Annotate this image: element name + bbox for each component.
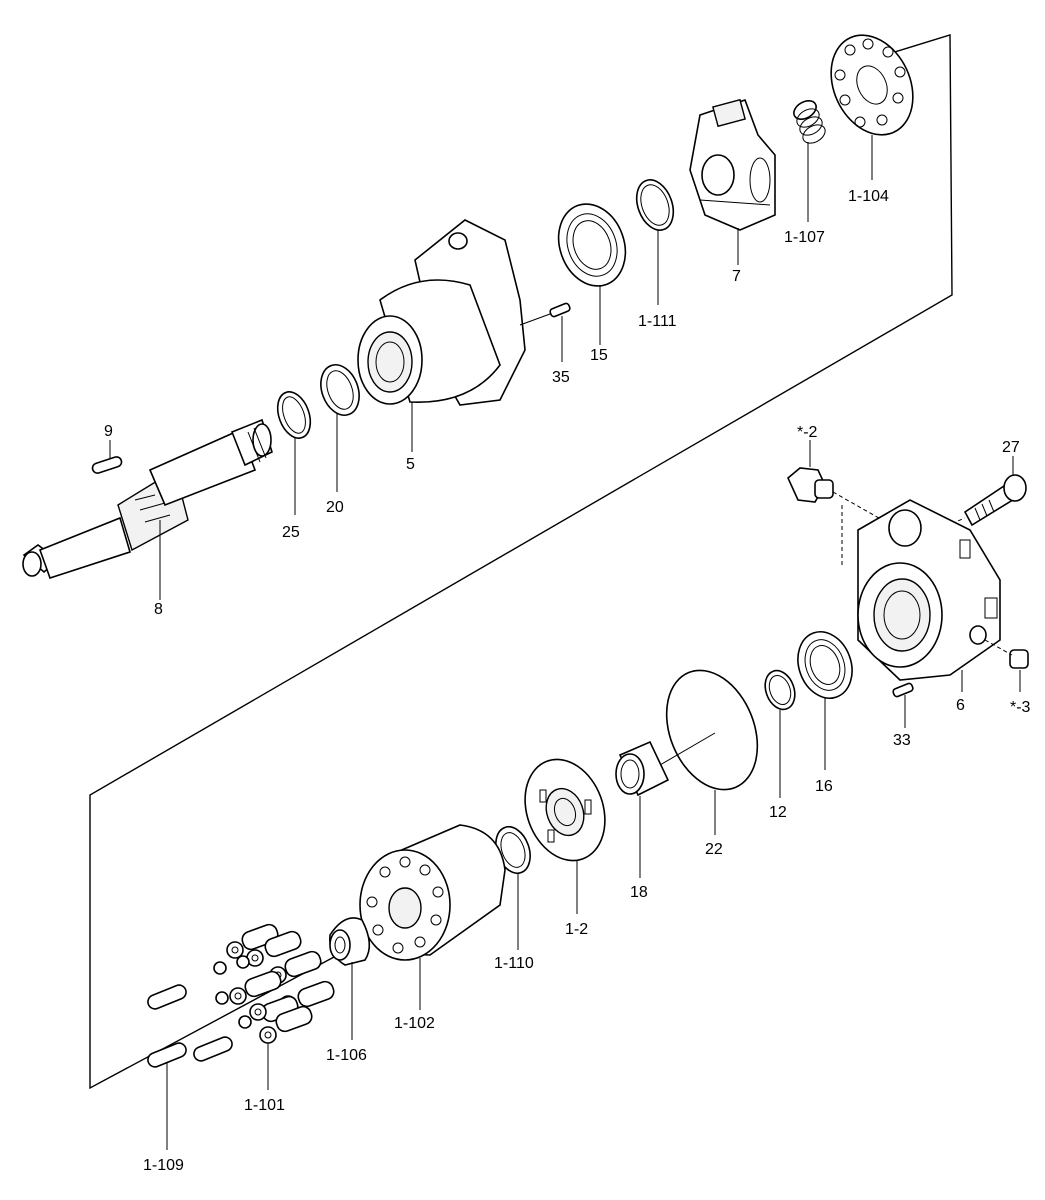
part-1-101-pistons[interactable] — [213, 922, 336, 1044]
part-1-104-plate[interactable] — [816, 22, 929, 148]
label-1-2: 1-2 — [565, 921, 588, 938]
label-22: 22 — [705, 841, 723, 858]
part-1-106-spherical-bushing[interactable] — [328, 917, 371, 966]
label-1-106: 1-106 — [326, 1047, 367, 1064]
label-25: 25 — [282, 524, 300, 541]
part-1-2-valve-plate[interactable] — [512, 748, 619, 872]
part-16-bearing[interactable] — [789, 624, 861, 706]
leader-22-axis — [659, 732, 716, 766]
label-1-109: 1-109 — [143, 1157, 184, 1174]
label-1-101: 1-101 — [244, 1097, 285, 1114]
label-18: 18 — [630, 884, 648, 901]
part-star-2-plug[interactable] — [787, 467, 834, 503]
part-35-pin[interactable] — [549, 302, 571, 318]
part-7-swash-plate[interactable] — [689, 98, 776, 231]
part-6-end-cover[interactable] — [857, 499, 1001, 681]
label-33: 33 — [893, 732, 911, 749]
part-1-110-ring[interactable] — [490, 822, 536, 878]
label-star-3: *-3 — [1010, 699, 1031, 716]
label-15: 15 — [590, 347, 608, 364]
label-1-104: 1-104 — [848, 188, 889, 205]
label-35: 35 — [552, 369, 570, 386]
part-star-3-plug[interactable] — [1009, 649, 1029, 669]
label-20: 20 — [326, 499, 344, 516]
part-1-107-spring[interactable] — [791, 97, 829, 147]
label-6: 6 — [956, 697, 965, 714]
label-star-2: *-2 — [797, 424, 818, 441]
label-1-111: 1-111 — [638, 313, 677, 330]
label-5: 5 — [406, 456, 415, 473]
part-8-shaft[interactable] — [22, 418, 273, 580]
dash-star-3 — [984, 639, 1013, 656]
part-20-ring[interactable] — [314, 359, 366, 420]
part-9-key[interactable] — [91, 456, 123, 475]
part-1-109-pins[interactable] — [146, 983, 234, 1069]
leader-35-dash — [519, 313, 551, 326]
label-12: 12 — [769, 804, 787, 821]
part-22-o-ring[interactable] — [650, 657, 774, 803]
label-7: 7 — [732, 268, 741, 285]
part-25-snap-ring[interactable] — [272, 387, 317, 442]
part-27-bolt[interactable] — [963, 474, 1027, 527]
part-1-111-ring[interactable] — [630, 175, 680, 235]
label-9: 9 — [104, 423, 113, 440]
part-15-bearing[interactable] — [548, 195, 637, 296]
assembly-boundary — [89, 34, 953, 1090]
part-33-pin[interactable] — [892, 682, 914, 698]
label-16: 16 — [815, 778, 833, 795]
part-1-102-cylinder-block[interactable] — [359, 824, 506, 961]
label-1-110: 1-110 — [494, 955, 534, 972]
part-18-needle-bearing[interactable] — [615, 740, 670, 797]
label-1-102: 1-102 — [394, 1015, 435, 1032]
part-12-ring[interactable] — [760, 666, 800, 713]
label-27: 27 — [1002, 439, 1020, 456]
label-8: 8 — [154, 601, 163, 618]
part-5-housing[interactable] — [357, 219, 526, 406]
label-1-107: 1-107 — [784, 229, 825, 246]
